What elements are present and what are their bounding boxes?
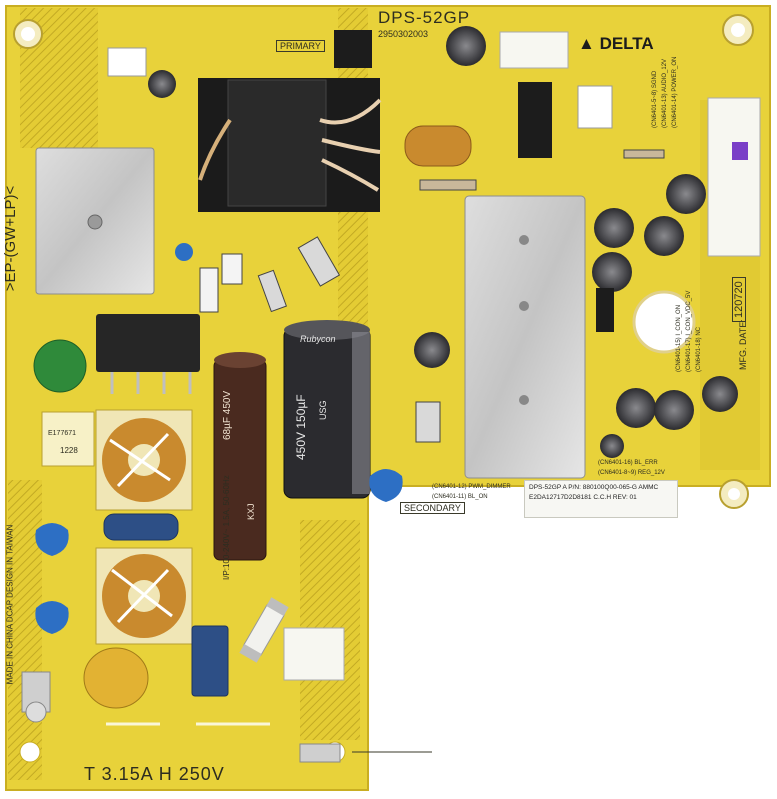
connector-top xyxy=(499,31,569,69)
toroid-choke-2 xyxy=(95,547,193,645)
bulk-cap-center-rating: 450V 150µF xyxy=(294,394,308,460)
sticker-line-2: E2DA12717D2D8181 C.C.H REV: 01 xyxy=(529,494,637,501)
primary-label: PRIMARY xyxy=(276,40,325,52)
delta-triangle-icon: ▲ xyxy=(578,34,595,53)
delta-logo: ▲ DELTA xyxy=(578,34,654,54)
bulk-capacitor-left xyxy=(213,352,267,561)
mosfet xyxy=(596,288,614,332)
board-model: DPS-52GP xyxy=(378,8,471,27)
pin-label: (CN6401-12) PWM_DIMMER xyxy=(432,484,511,490)
ul-number: 1228 xyxy=(60,446,78,455)
ntc-thermistor xyxy=(33,339,87,393)
film-capacitor xyxy=(103,513,179,541)
side-label: >EP-(GW+LP)< xyxy=(2,185,20,292)
ic-optocoupler xyxy=(334,30,372,68)
bridge-rectifier xyxy=(96,314,200,372)
pin-label: (CN6401-14) POWER_ON xyxy=(672,56,678,128)
output-choke xyxy=(404,125,472,167)
fuse-rating: T 3.15A H 250V xyxy=(84,764,225,784)
ic-controller xyxy=(518,82,552,158)
bulk-cap-center-brand: Rubycon xyxy=(300,334,336,344)
sticker-line-1: DPS-52GP A P/N: 880100Q00-065-G AMMC xyxy=(529,484,659,491)
bulk-capacitor-center xyxy=(283,320,371,499)
bulk-cap-left-rating: 68µF 450V xyxy=(222,390,233,440)
pin-label: (CN6401-16) BL_ERR xyxy=(598,460,658,466)
bulk-cap-left-series: KXJ xyxy=(246,503,256,520)
pin-label: (CN6401-8~9) REG_12V xyxy=(598,470,665,476)
delta-brand: DELTA xyxy=(599,34,654,53)
connector-cn6401 xyxy=(707,97,761,257)
blue-y-capacitors xyxy=(35,243,403,634)
pin-label: (CN6401-11) BL_ON xyxy=(432,494,488,500)
qr-label-top-left xyxy=(107,47,147,77)
varistor xyxy=(83,647,149,709)
resistors xyxy=(199,149,665,443)
bulk-cap-center-series: USG xyxy=(318,400,328,420)
pin-label: (CN6401-15) I_CON_ON xyxy=(676,304,682,372)
ul-code: E177671 xyxy=(48,430,77,437)
secondary-label: SECONDARY xyxy=(400,502,465,514)
toroid-choke-1 xyxy=(95,409,193,511)
input-rating: I/P:100-240V~ 1.5A, 50-60Hz xyxy=(222,475,231,580)
product-sticker: DPS-52GP A P/N: 880100Q00-065-G AMMC E2D… xyxy=(524,480,678,518)
connector-ac-input xyxy=(283,627,345,681)
mfg-date-value: 120720 xyxy=(732,277,746,322)
pin-label: (CN6401-18) NC xyxy=(696,326,702,372)
mfg-date-label: MFG. DATE: xyxy=(738,319,748,370)
heatsink-main xyxy=(464,195,586,479)
ul-label xyxy=(41,411,95,467)
electrolytic-caps xyxy=(148,26,738,458)
fuse xyxy=(239,597,289,663)
pin-label: (CN6401-13) AUDIO_12V xyxy=(662,58,668,128)
x-capacitor xyxy=(191,625,229,697)
made-in-label: MADE IN CHINA DCAP DESIGN IN TAIWAN xyxy=(5,524,15,685)
pin-label: (CN6401-17) I_CON_VDC_5V xyxy=(686,290,692,372)
pin-label: (CN6401-5~8) SGND xyxy=(652,70,658,128)
board-part-prefix: 2950302003 xyxy=(378,29,429,39)
qr-label-top-right xyxy=(577,85,613,129)
terminal-lugs xyxy=(21,671,341,763)
